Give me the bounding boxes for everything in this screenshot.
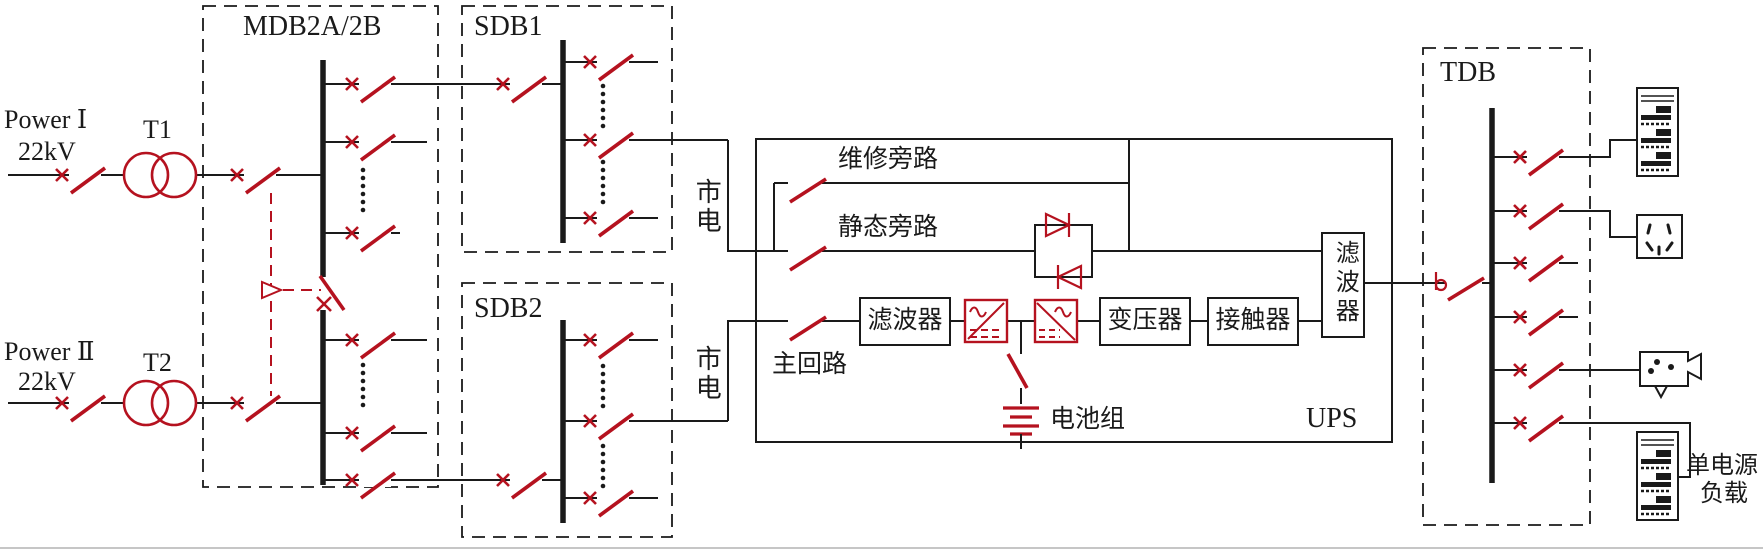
server-rack-single-icon — [1635, 430, 1680, 522]
t1-label: T1 — [143, 115, 172, 144]
thyristor-icon — [1034, 212, 1093, 290]
tdb-label: TDB — [1440, 57, 1496, 88]
t2-transformer-icon — [122, 379, 198, 427]
battery-icon — [1003, 406, 1039, 436]
power1-label: Power Ⅰ — [4, 105, 88, 134]
filter-input-label: 滤波器 — [867, 307, 943, 334]
contactor-box-label: 接触器 — [1215, 307, 1291, 334]
maintenance-bypass-switch-icon — [786, 174, 828, 204]
battery-branch — [1003, 321, 1039, 449]
sdb1-ellipsis-top — [600, 83, 606, 129]
sdb2-label: SDB2 — [474, 293, 543, 324]
filter-output-label: 滤波器 — [1331, 240, 1358, 327]
filter-output-box — [1321, 232, 1365, 338]
sdb1-ellipsis-bottom — [600, 159, 606, 205]
mdb-ellipsis-top — [360, 167, 366, 213]
mains-label-bottom: 市电 — [692, 345, 722, 403]
mdb-box — [202, 5, 439, 488]
single-load-label-line1: 单电源 — [1686, 453, 1758, 479]
single-load-label-line2: 负载 — [1700, 481, 1748, 507]
static-bypass-switch-icon — [786, 242, 828, 272]
sdb2-ellipsis-bottom — [600, 443, 606, 489]
transformer-box — [1099, 297, 1191, 346]
maintenance-bypass-label: 维修旁路 — [838, 146, 939, 173]
main-circuit-label: 主回路 — [772, 351, 848, 378]
power2-label: Power Ⅱ — [4, 337, 95, 366]
battery-label: 电池组 — [1050, 406, 1126, 433]
mdb-ellipsis-bottom — [360, 362, 366, 408]
sdb1-label: SDB1 — [474, 11, 543, 42]
sdb1-box — [461, 5, 673, 253]
server-rack-icon — [1635, 86, 1680, 178]
ups-label: UPS — [1306, 403, 1358, 434]
filter-input-box — [859, 297, 951, 346]
contactor-box — [1207, 297, 1299, 346]
power-socket-icon — [1636, 214, 1683, 259]
tdb-incomer-switch-icon — [1434, 272, 1485, 302]
interlock-link — [261, 193, 321, 397]
camera-icon — [1639, 351, 1702, 400]
mdb-tie-breaker-icon — [316, 274, 346, 312]
power1-voltage: 22kV — [18, 137, 76, 166]
ups-box — [755, 138, 1393, 443]
main-circuit-switch-icon — [786, 312, 828, 342]
mains-label-top: 市电 — [692, 178, 722, 236]
sdb2-box — [461, 282, 673, 538]
sdb2-ellipsis-top — [600, 363, 606, 409]
tdb-box — [1422, 47, 1591, 526]
rectifier-icon — [963, 298, 1009, 344]
inverter-icon — [1033, 298, 1079, 344]
t1-transformer-icon — [122, 151, 198, 199]
mdb-label: MDB2A/2B — [243, 11, 382, 42]
battery-switch-icon — [1006, 353, 1029, 389]
t2-label: T2 — [143, 348, 172, 377]
ups-internal-lines — [773, 139, 1490, 322]
transformer-box-label: 变压器 — [1107, 307, 1183, 334]
power2-voltage: 22kV — [18, 367, 76, 396]
interlock-triangle-icon — [261, 280, 284, 300]
static-bypass-label: 静态旁路 — [838, 214, 939, 241]
